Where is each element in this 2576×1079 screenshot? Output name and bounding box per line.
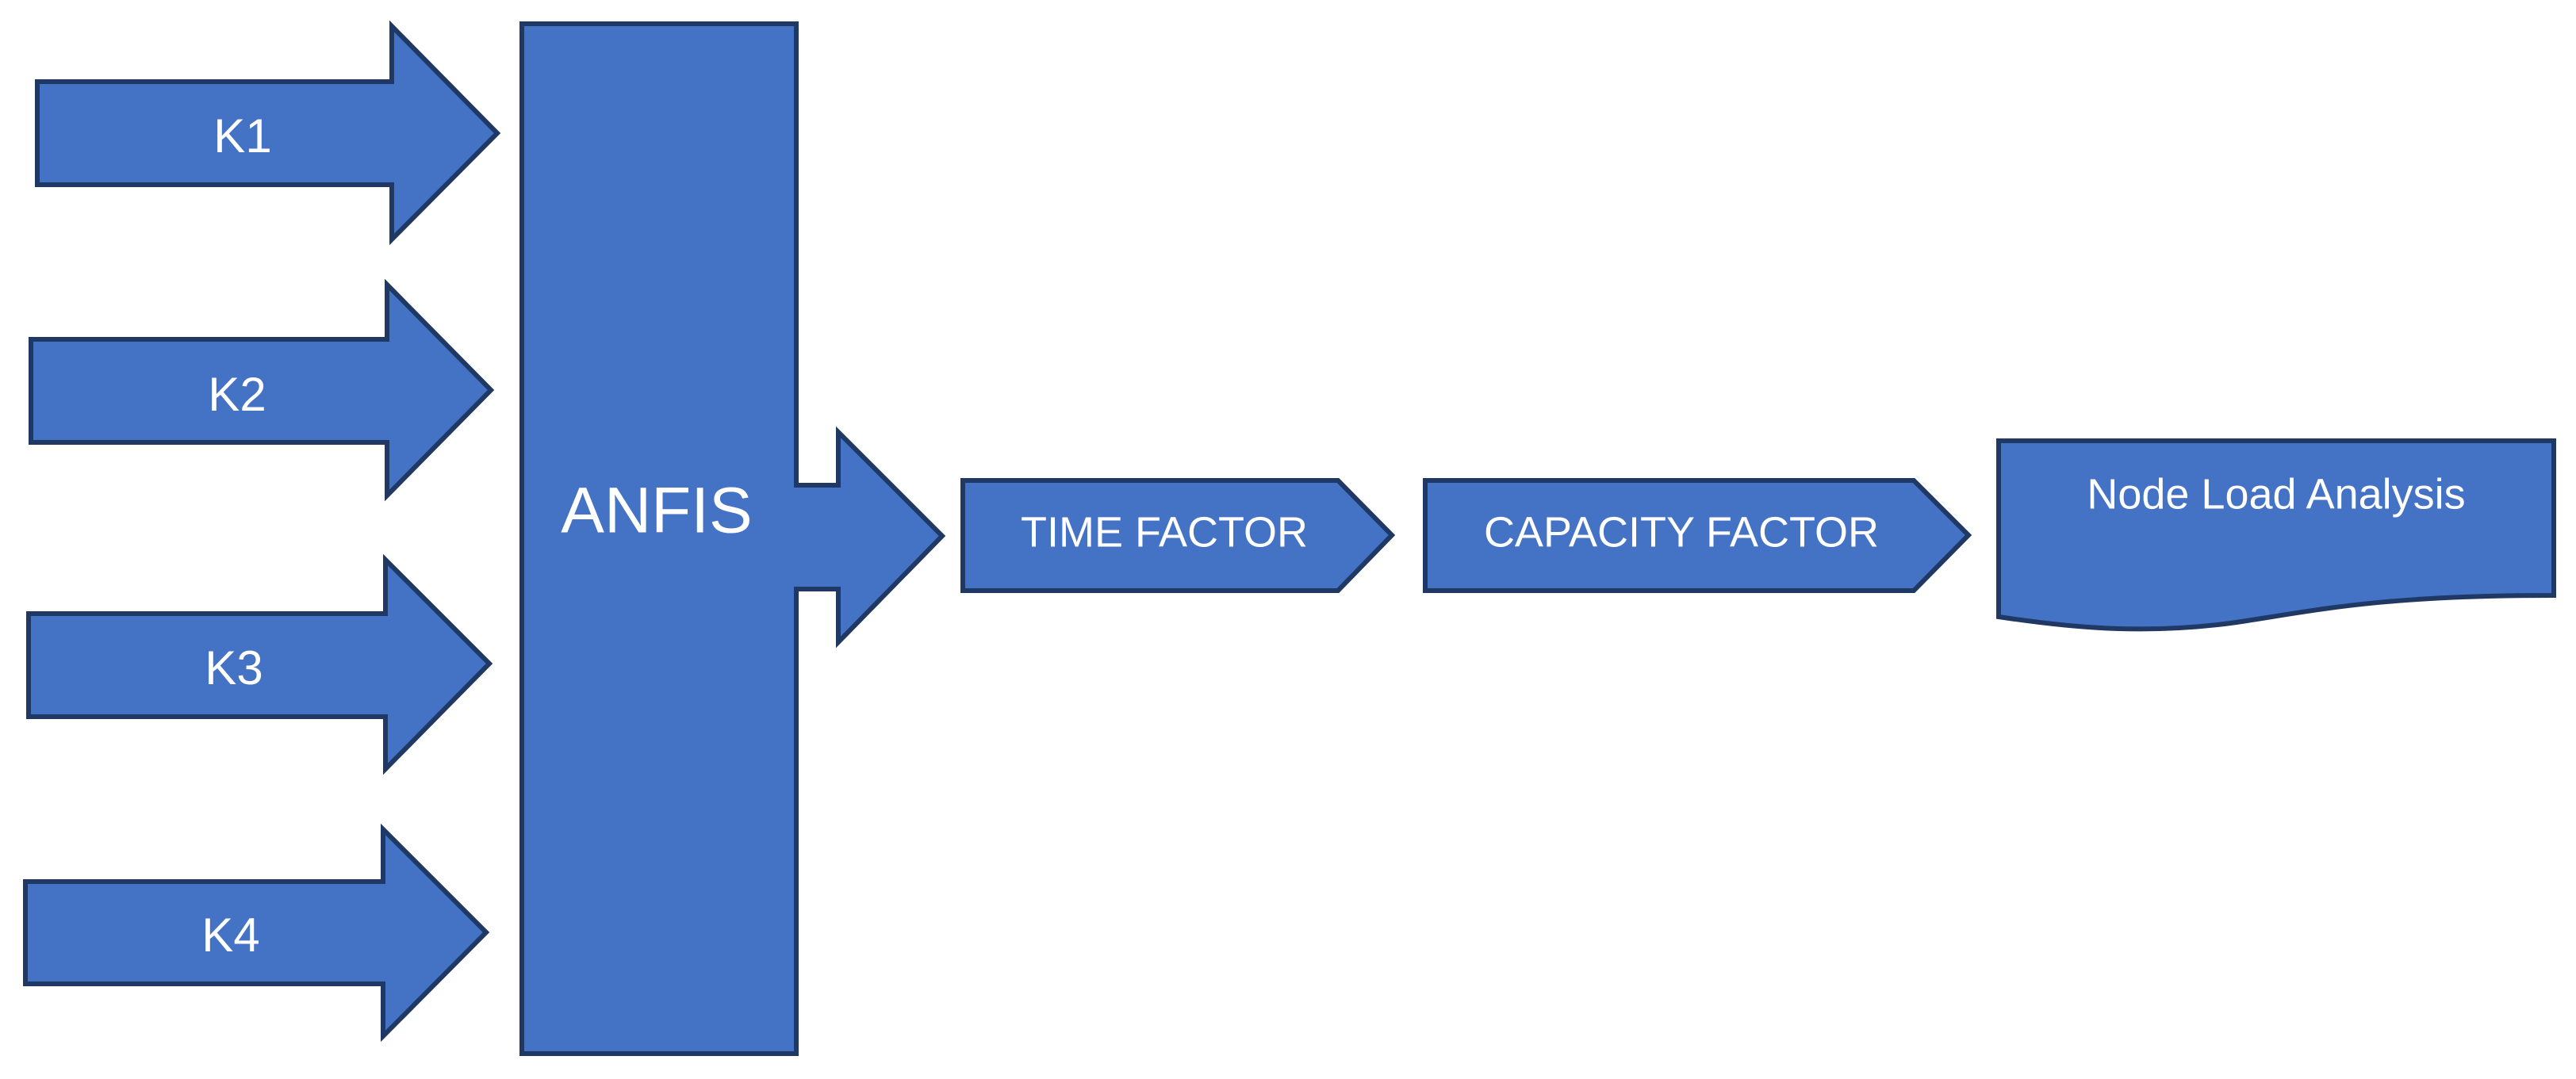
input-label-k4: K4: [201, 909, 259, 962]
anfis-block-shape: [519, 21, 946, 1056]
output-document-shape: [1996, 438, 2556, 632]
input-arrow-k4: K4: [23, 823, 490, 1043]
input-label-k1: K1: [213, 109, 271, 163]
input-arrow-k3-shape: [26, 553, 493, 775]
anfis-block: ANFIS: [519, 21, 946, 1056]
input-arrow-k4-shape: [23, 823, 490, 1043]
step-capacity-factor: CAPACITY FACTOR: [1423, 478, 1972, 593]
input-arrow-k3: K3: [26, 553, 493, 775]
step-time-factor: TIME FACTOR: [960, 478, 1396, 593]
input-label-k3: K3: [205, 641, 263, 694]
output-label: Node Load Analysis: [2087, 470, 2465, 518]
output-node-load-analysis: Node Load Analysis: [1996, 438, 2556, 632]
input-arrow-k1: K1: [35, 20, 501, 246]
step-time-factor-label: TIME FACTOR: [1021, 508, 1308, 556]
step-time-factor-shape: [960, 478, 1396, 593]
input-arrow-k1-shape: [35, 20, 501, 246]
input-label-k2: K2: [208, 368, 266, 421]
input-arrow-k2-shape: [29, 278, 495, 502]
input-arrow-k2: K2: [29, 278, 495, 502]
anfis-label: ANFIS: [561, 475, 752, 547]
step-capacity-factor-shape: [1423, 478, 1972, 593]
step-capacity-factor-label: CAPACITY FACTOR: [1484, 508, 1879, 556]
